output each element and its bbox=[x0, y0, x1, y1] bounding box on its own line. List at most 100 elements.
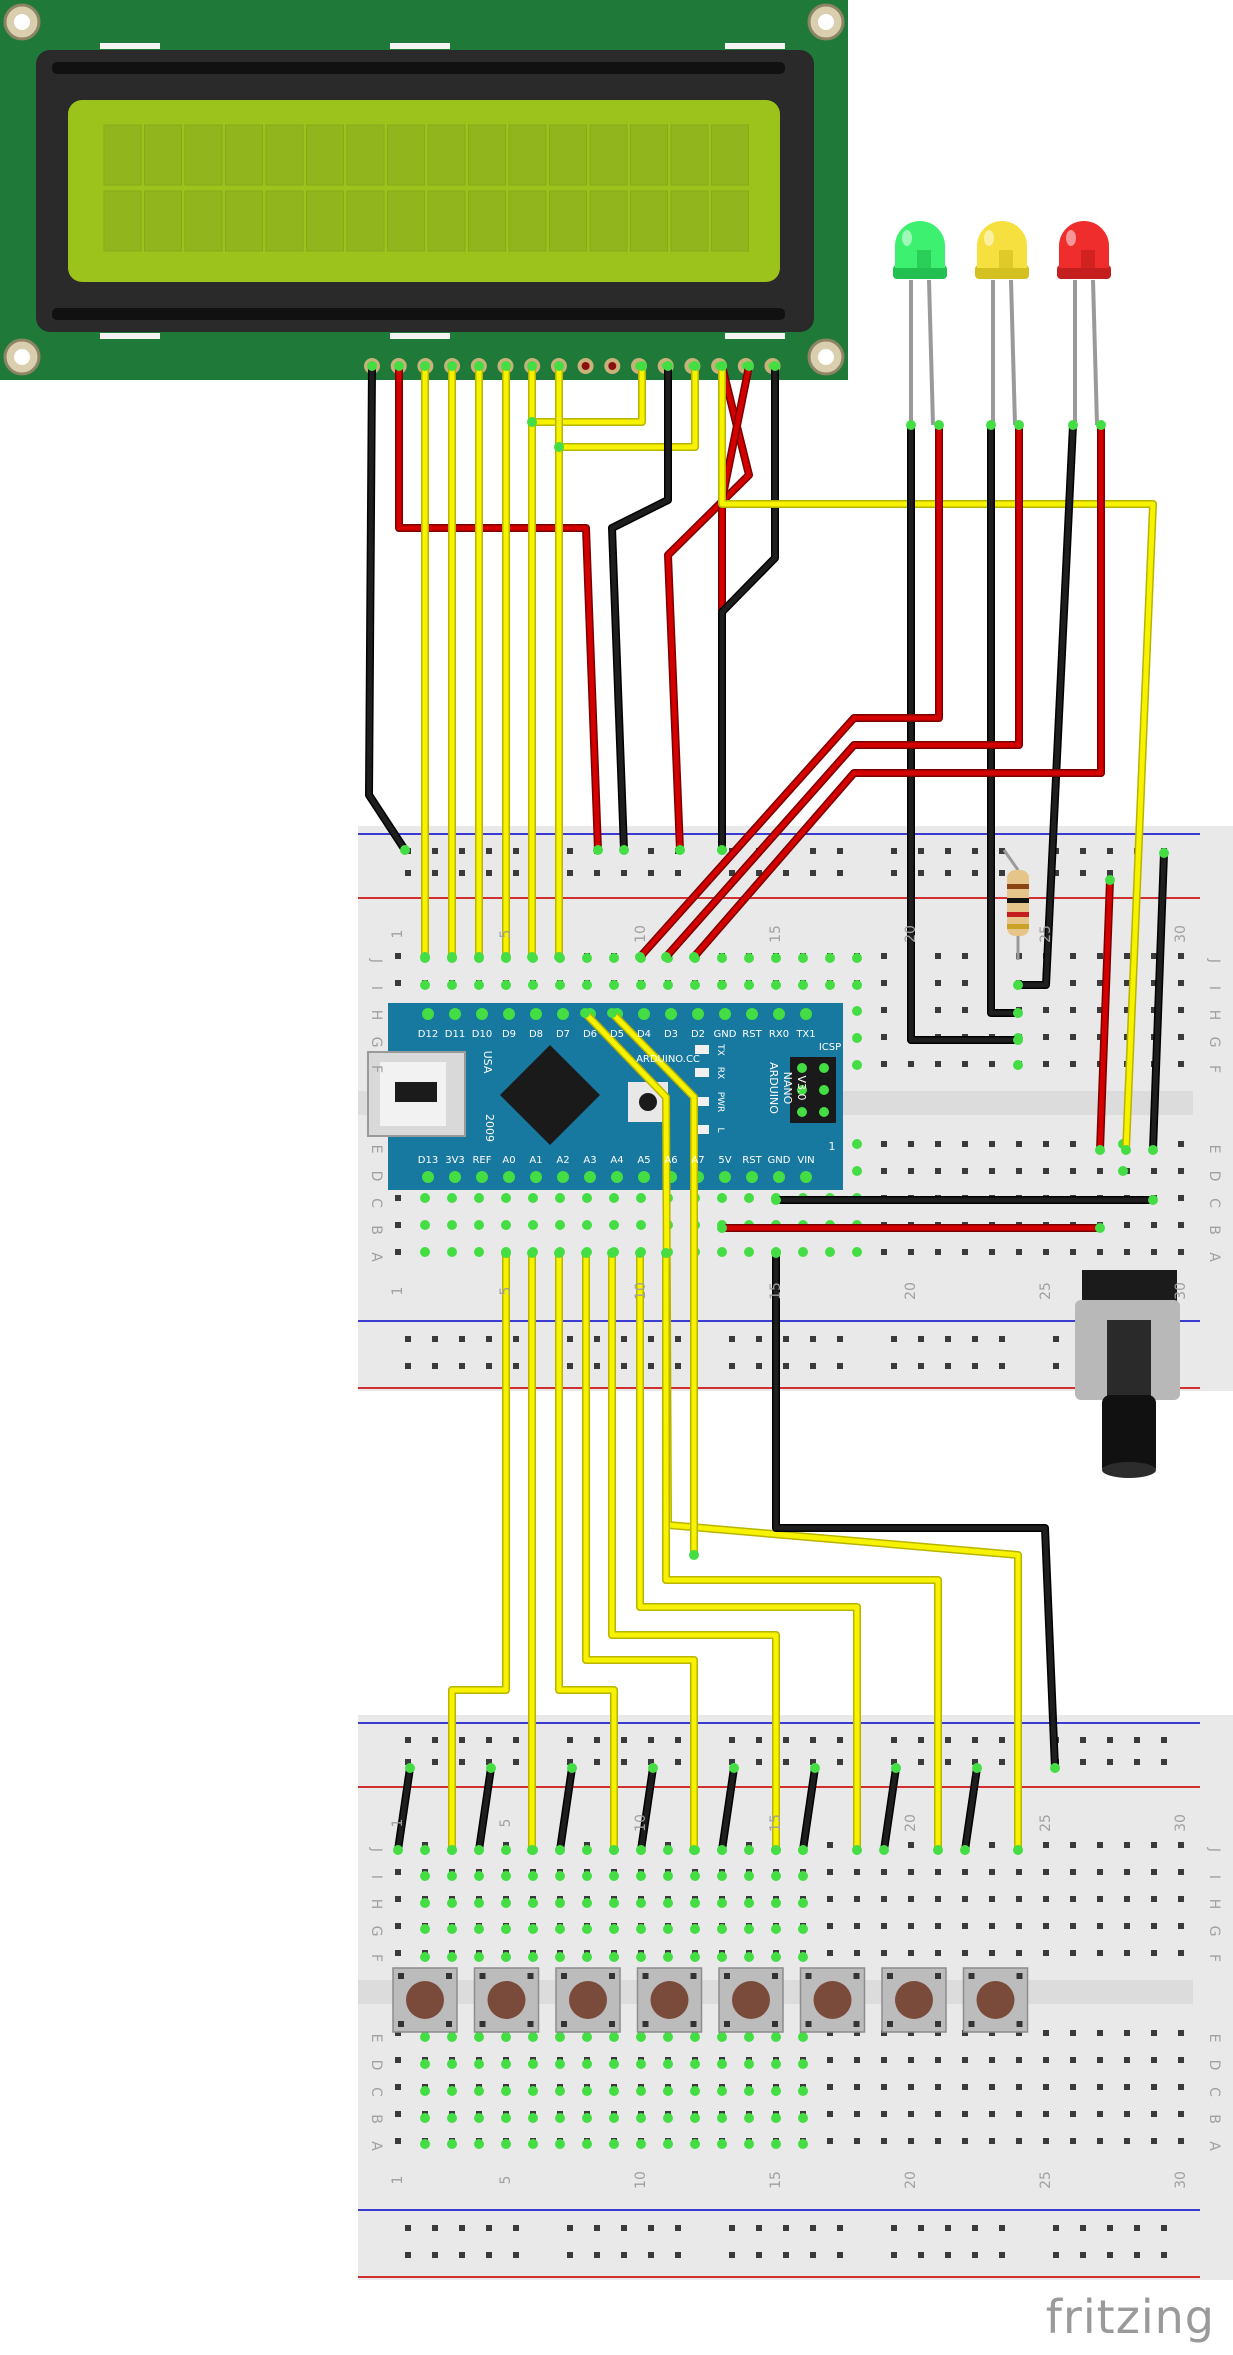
breadboard-hole bbox=[1178, 1842, 1184, 1848]
connected-hole bbox=[852, 980, 862, 990]
lcd-char-cell bbox=[346, 124, 385, 186]
wire-end bbox=[1095, 1223, 1105, 1233]
rail-hole bbox=[783, 1737, 789, 1743]
breadboard-hole bbox=[989, 1896, 995, 1902]
connected-hole bbox=[447, 2139, 457, 2149]
breadboard-hole bbox=[1097, 1034, 1103, 1040]
lcd-char-cell bbox=[468, 124, 506, 186]
rail-hole bbox=[1053, 2252, 1059, 2258]
breadboard-hole bbox=[854, 1923, 860, 1929]
breadboard-hole bbox=[1178, 1869, 1184, 1875]
pcb-marking bbox=[725, 333, 785, 339]
rail-hole bbox=[810, 1759, 816, 1765]
breadboard-hole bbox=[989, 1249, 995, 1255]
rail-hole bbox=[999, 2225, 1005, 2231]
connected-hole bbox=[555, 2113, 565, 2123]
wire bbox=[476, 1765, 494, 1853]
rail-hole bbox=[918, 1363, 924, 1369]
connected-hole bbox=[609, 2113, 619, 2123]
breadboard-hole bbox=[854, 1869, 860, 1875]
breadboard-hole bbox=[827, 2057, 833, 2063]
nano-pin bbox=[584, 1171, 596, 1183]
connected-hole bbox=[798, 2059, 808, 2069]
wire-end bbox=[527, 361, 537, 371]
rail-hole bbox=[621, 1363, 627, 1369]
connected-hole bbox=[474, 2113, 484, 2123]
breadboard-hole bbox=[1043, 2030, 1049, 2036]
connected-hole bbox=[474, 980, 484, 990]
rail-hole bbox=[513, 1363, 519, 1369]
breadboard-hole bbox=[1124, 1249, 1130, 1255]
breadboard-hole bbox=[1070, 1168, 1076, 1174]
connected-hole bbox=[690, 2086, 700, 2096]
breadboard-hole bbox=[1124, 1923, 1130, 1929]
breadboard-hole bbox=[1097, 1869, 1103, 1875]
connected-hole bbox=[501, 2032, 511, 2042]
wire bbox=[556, 1250, 617, 1853]
led-label: L bbox=[715, 1127, 725, 1132]
resistor-band bbox=[1007, 884, 1029, 889]
nano-pin-label-bottom: A6 bbox=[664, 1155, 677, 1166]
connected-hole bbox=[636, 2032, 646, 2042]
breadboard-hole bbox=[989, 1869, 995, 1875]
rail-hole bbox=[486, 1363, 492, 1369]
rail-hole bbox=[405, 1737, 411, 1743]
connected-hole bbox=[447, 1871, 457, 1881]
mount-hole-center bbox=[14, 14, 30, 30]
rail-hole bbox=[567, 1759, 573, 1765]
rail-hole bbox=[567, 2225, 573, 2231]
connected-hole bbox=[582, 1952, 592, 1962]
breadboard-hole bbox=[989, 2030, 995, 2036]
breadboard-hole bbox=[1178, 2057, 1184, 2063]
connected-hole bbox=[474, 1898, 484, 1908]
button-corner bbox=[853, 1973, 860, 1979]
connected-hole bbox=[609, 2086, 619, 2096]
rail-hole bbox=[891, 1759, 897, 1765]
breadboard-hole bbox=[908, 1061, 914, 1067]
icsp-label: ICSP bbox=[819, 1042, 841, 1053]
rail-hole bbox=[999, 1759, 1005, 1765]
breadboard-hole bbox=[881, 2057, 887, 2063]
connected-hole bbox=[717, 2059, 727, 2069]
pushbutton bbox=[636, 1967, 703, 2033]
connected-hole bbox=[744, 1924, 754, 1934]
wire-end bbox=[1014, 420, 1024, 430]
connected-hole bbox=[717, 1952, 727, 1962]
breadboard-hole bbox=[854, 1896, 860, 1902]
rail-hole bbox=[1053, 1363, 1059, 1369]
rail-hole bbox=[918, 2252, 924, 2258]
rail-hole bbox=[621, 2225, 627, 2231]
lcd-char-cell bbox=[508, 190, 547, 252]
row-letter: F bbox=[1206, 1065, 1222, 1073]
breadboard-hole bbox=[881, 1923, 887, 1929]
rail-hole bbox=[459, 2252, 465, 2258]
wire-end bbox=[420, 952, 430, 962]
rail-hole bbox=[432, 2225, 438, 2231]
rail-hole bbox=[486, 1759, 492, 1765]
breadboard-hole bbox=[962, 1168, 968, 1174]
connected-hole bbox=[609, 1871, 619, 1881]
breadboard-hole bbox=[1097, 1007, 1103, 1013]
connected-hole bbox=[744, 2086, 754, 2096]
breadboard-hole bbox=[395, 2057, 401, 2063]
wire bbox=[908, 422, 1021, 1043]
connected-hole bbox=[717, 2113, 727, 2123]
resistor-leg bbox=[1002, 849, 1020, 871]
connected-hole bbox=[798, 1952, 808, 1962]
wire-end bbox=[581, 1248, 591, 1258]
rail-hole bbox=[1161, 1759, 1167, 1765]
breadboard-hole bbox=[1016, 2111, 1022, 2117]
breadboard-hole bbox=[1097, 2138, 1103, 2144]
breadboard-hole bbox=[1097, 953, 1103, 959]
potentiometer bbox=[1075, 1270, 1180, 1478]
wire-end bbox=[474, 952, 484, 962]
breadboard-hole bbox=[1097, 1168, 1103, 1174]
breadboard-hole bbox=[1124, 1950, 1130, 1956]
connected-hole bbox=[501, 1924, 511, 1934]
connected-hole bbox=[447, 1924, 457, 1934]
nano-pin-label-bottom: A5 bbox=[637, 1155, 650, 1166]
wire bbox=[719, 363, 778, 853]
row-letter: A bbox=[368, 1252, 384, 1262]
breadboard-hole bbox=[962, 1896, 968, 1902]
wire-end bbox=[635, 1248, 645, 1258]
